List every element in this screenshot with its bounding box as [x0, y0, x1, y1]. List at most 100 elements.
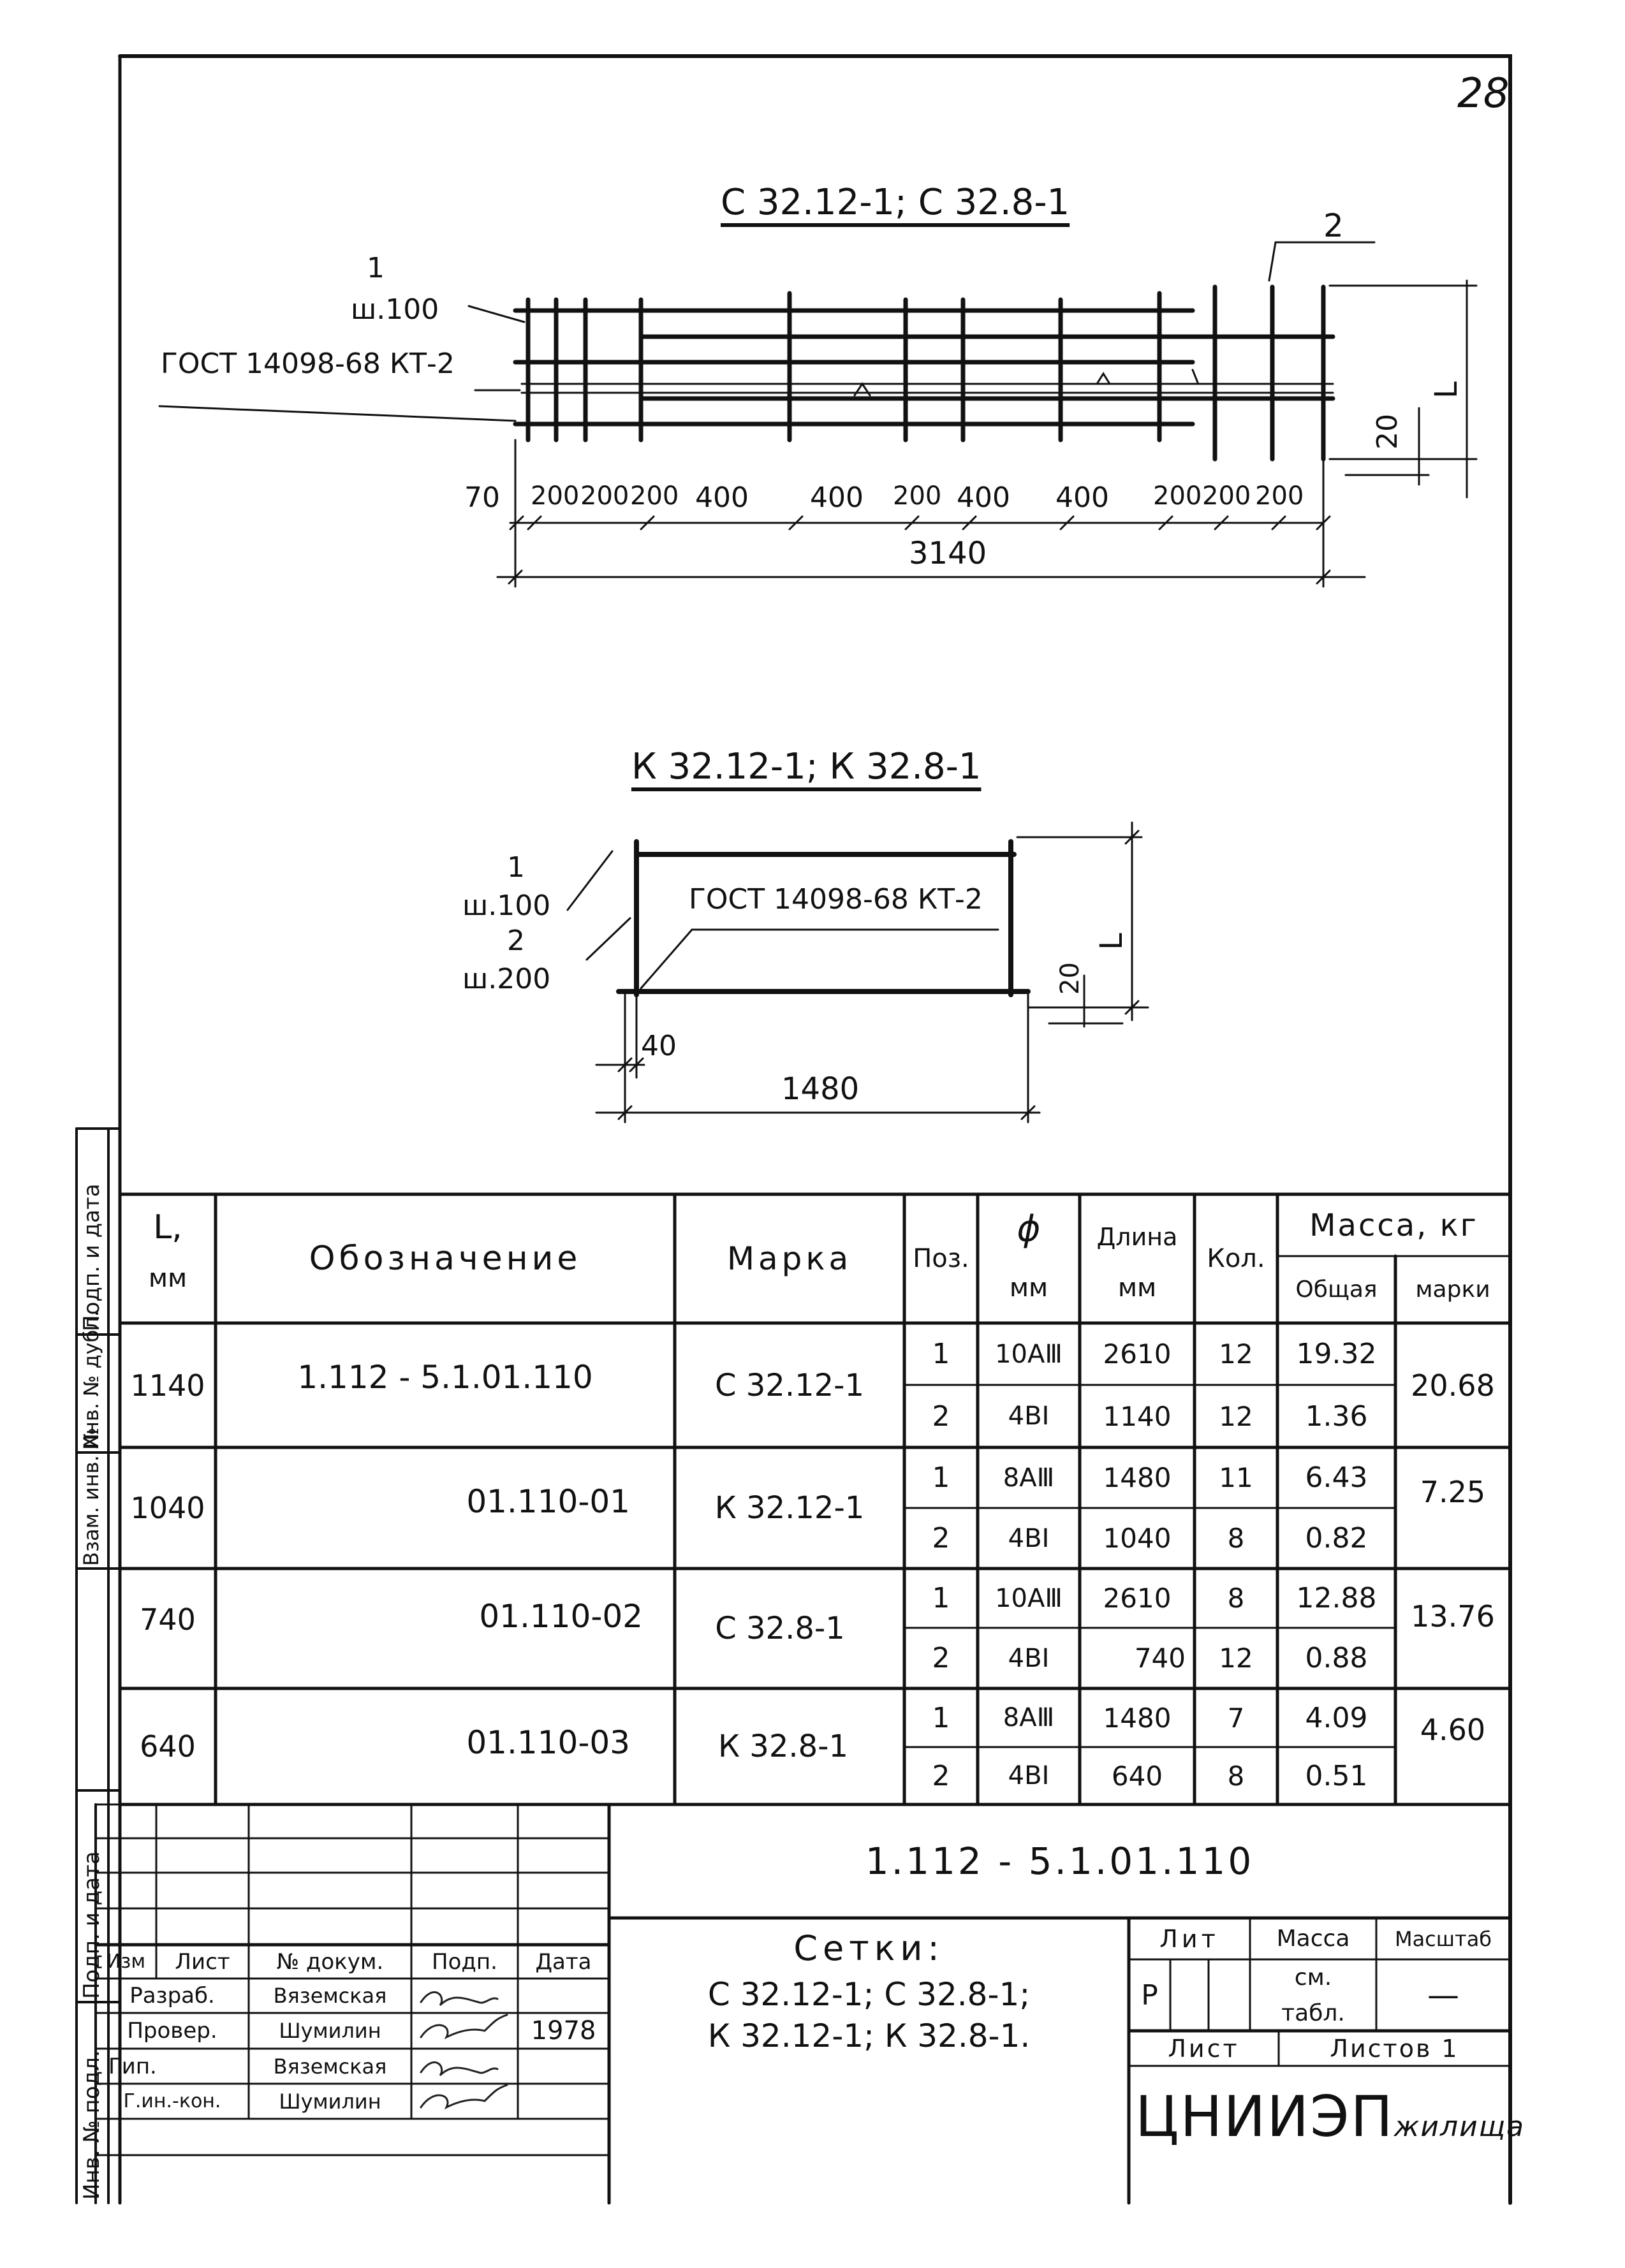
- header-mark: Марка: [675, 1194, 904, 1323]
- scale-label: Масштаб: [1394, 1926, 1492, 1951]
- drawing2-title: К 32.12-1; К 32.8-1: [631, 746, 982, 787]
- header-designation-label: Обозначение: [309, 1240, 582, 1278]
- drawing1-dim: 200: [580, 481, 629, 511]
- drawing1-callout1-pos: 1: [367, 252, 385, 284]
- row-mark: К 32.8-1: [717, 1729, 849, 1764]
- drawing2-total: 1480: [781, 1071, 860, 1107]
- row-phi: 4ВⅠ: [1008, 1761, 1050, 1790]
- header-L-unit-label: мм: [148, 1264, 188, 1293]
- drawing1-gost: ГОСТ 14098-68 КТ-2: [161, 348, 455, 380]
- row-mark: С 32.8-1: [715, 1611, 845, 1646]
- tb-name: Вяземская: [273, 2054, 387, 2079]
- drawing1-dim: 200: [893, 481, 942, 511]
- header-pos-label: Поз.: [913, 1244, 969, 1273]
- tb-role: Г.ин.-кон.: [123, 2090, 221, 2112]
- row-mass: 0.82: [1305, 1522, 1368, 1555]
- row-phi: 10АⅢ: [995, 1583, 1062, 1613]
- header-phi: ϕ: [978, 1199, 1080, 1259]
- header-mass-total-label: Общая: [1295, 1277, 1378, 1303]
- drawing1-dim: 200: [531, 481, 580, 511]
- row-L: 1140: [130, 1368, 205, 1403]
- row-length: 2610: [1103, 1338, 1172, 1370]
- row-qty: 12: [1219, 1338, 1253, 1370]
- row-phi: 4ВⅠ: [1008, 1401, 1050, 1431]
- drawing2-callout1-pos: 1: [507, 851, 525, 884]
- page-number: 28: [1457, 70, 1510, 117]
- tb-role: Гип.: [108, 2053, 157, 2079]
- row-pos: 1: [932, 1582, 950, 1614]
- header-L: L,: [120, 1202, 216, 1253]
- header-qty-label: Кол.: [1207, 1244, 1265, 1273]
- drawing1-dim: 200: [630, 481, 679, 511]
- header-mass-mark: марки: [1395, 1256, 1510, 1323]
- drawing1-dim: 400: [695, 481, 749, 514]
- drawing1-dim: 200: [1153, 481, 1202, 511]
- row-designation: 01.110-02: [479, 1598, 643, 1635]
- row-phi: 4ВⅠ: [1008, 1643, 1050, 1673]
- row-mass: 0.51: [1305, 1759, 1368, 1792]
- sheet-name-line2: С 32.12-1; С 32.8-1;: [707, 1975, 1031, 2013]
- header-length: Длина: [1080, 1211, 1195, 1262]
- header-mass-total: Общая: [1277, 1256, 1395, 1323]
- row-mass-mark: 13.76: [1411, 1599, 1495, 1634]
- drawing2-gost: ГОСТ 14098-68 КТ-2: [689, 883, 983, 916]
- doc-number: 1.112 - 5.1.01.110: [865, 1840, 1254, 1883]
- row-mark: С 32.12-1: [714, 1367, 865, 1403]
- row-length: 740: [1134, 1642, 1186, 1674]
- drawing2-callout1-step: ш.100: [462, 889, 551, 922]
- header-phi-unit-label: мм: [1009, 1273, 1048, 1303]
- row-qty: 8: [1227, 1583, 1245, 1614]
- row-designation: 01.110-03: [466, 1724, 630, 1761]
- tb-col-date: Дата: [535, 1949, 592, 1975]
- header-length-label: Длина: [1096, 1223, 1178, 1251]
- row-pos: 1: [932, 1701, 950, 1734]
- row-L: 740: [140, 1602, 196, 1637]
- drawing2-callout2-step: ш.200: [462, 963, 551, 995]
- row-designation: 01.110-01: [466, 1483, 630, 1520]
- sheet-label: Лист: [1168, 2034, 1240, 2063]
- row-phi: 10АⅢ: [995, 1339, 1062, 1369]
- header-phi-label: ϕ: [1017, 1208, 1041, 1250]
- tb-name: Шумилин: [279, 2089, 381, 2114]
- row-qty: 8: [1227, 1523, 1245, 1554]
- row-pos: 2: [932, 1522, 950, 1555]
- header-designation: Обозначение: [216, 1194, 675, 1323]
- drawing1-dim: 200: [1202, 481, 1251, 511]
- sheets-label: Листов 1: [1330, 2034, 1459, 2063]
- row-length: 1140: [1103, 1400, 1172, 1432]
- drawing1-dim: 400: [957, 481, 1010, 514]
- row-qty: 11: [1219, 1462, 1253, 1493]
- header-length-unit: мм: [1080, 1259, 1195, 1317]
- row-qty: 8: [1227, 1760, 1245, 1792]
- org-suffix: жилища: [1393, 2111, 1526, 2143]
- mass-value2: табл.: [1281, 2000, 1345, 2026]
- row-mass: 6.43: [1305, 1461, 1368, 1494]
- tb-date: 1978: [531, 2016, 596, 2045]
- row-mark: К 32.12-1: [714, 1490, 865, 1526]
- row-length: 2610: [1103, 1583, 1172, 1614]
- header-mass: Масса, кг: [1277, 1194, 1510, 1256]
- drawing1-dim: 400: [1055, 481, 1109, 514]
- row-mass: 0.88: [1305, 1642, 1368, 1674]
- org-name: ЦНИИЭПжилища: [1135, 2084, 1525, 2149]
- row-length: 1040: [1103, 1523, 1172, 1554]
- header-phi-unit: мм: [978, 1259, 1080, 1317]
- scale-value: —: [1427, 1977, 1459, 2014]
- row-mass-mark: 20.68: [1411, 1368, 1495, 1403]
- lit-label: Лит: [1159, 1924, 1219, 1953]
- tb-col-docnum: № докум.: [276, 1949, 384, 1975]
- row-pos: 1: [932, 1338, 950, 1370]
- drawing1-callout1-step: ш.100: [351, 293, 439, 326]
- row-qty: 12: [1219, 1642, 1253, 1674]
- mass-value1: см.: [1294, 1964, 1332, 1991]
- drawing2-callout2-pos: 2: [507, 925, 525, 957]
- row-mass-mark: 4.60: [1420, 1713, 1486, 1747]
- row-mass: 12.88: [1296, 1582, 1377, 1614]
- row-length: 1480: [1103, 1462, 1172, 1493]
- drawing1-total: 3140: [909, 536, 987, 571]
- row-pos: 2: [932, 1759, 950, 1792]
- header-pos: Поз.: [904, 1194, 978, 1323]
- row-mass: 19.32: [1296, 1338, 1377, 1370]
